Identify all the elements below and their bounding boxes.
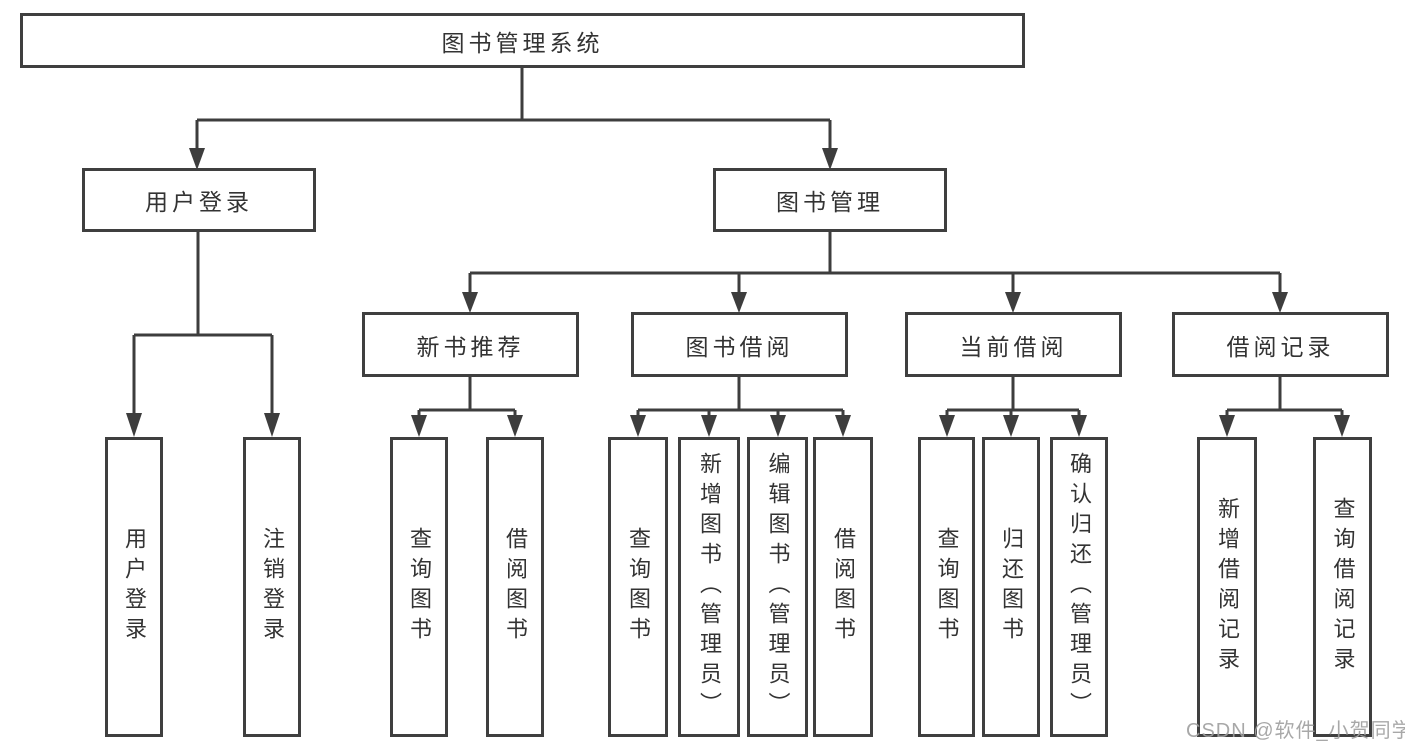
connector-login-branch (132, 231, 274, 416)
connector-manage-branch (468, 231, 1282, 294)
arrow-icon (462, 292, 478, 313)
arrow-icon (264, 413, 280, 437)
arrow-icon (507, 415, 523, 437)
leaf-borrow-add-books-admin: 新增图书（管理员） (678, 437, 740, 737)
leaf-newbook-query-books: 查询图书 (390, 437, 448, 737)
connector-current-branch (945, 376, 1081, 418)
leaf-logout: 注销登录 (243, 437, 301, 737)
node-new-book-recommend: 新书推荐 (362, 312, 579, 377)
leaf-records-add-record: 新增借阅记录 (1197, 437, 1257, 737)
node-book-borrowing: 图书借阅 (631, 312, 848, 377)
leaf-borrow-query-books-label: 查询图书 (626, 527, 651, 647)
node-system-root: 图书管理系统 (20, 13, 1025, 68)
node-system-root-label: 图书管理系统 (441, 29, 604, 56)
arrow-icon (770, 415, 786, 437)
leaf-current-confirm-return-admin-label: 确认归还（管理员） (1067, 452, 1092, 722)
leaf-borrow-query-books: 查询图书 (608, 437, 668, 737)
arrow-icon (939, 415, 955, 437)
arrow-icon (1003, 415, 1019, 437)
node-book-borrowing-label: 图书借阅 (685, 333, 794, 360)
leaf-logout-label: 注销登录 (260, 527, 285, 647)
connector-newbook-branch (417, 376, 517, 418)
leaf-borrow-edit-books-admin-label: 编辑图书（管理员） (765, 452, 791, 722)
leaf-newbook-query-books-label: 查询图书 (407, 527, 432, 647)
arrow-icon (1219, 415, 1235, 437)
leaf-current-return-books-label: 归还图书 (999, 527, 1024, 647)
arrow-icon (1071, 415, 1087, 437)
arrow-icon (1005, 292, 1021, 313)
arrow-icon (189, 148, 205, 170)
arrow-icon (822, 148, 838, 170)
node-current-borrowing: 当前借阅 (905, 312, 1122, 377)
leaf-borrow-add-books-admin-label: 新增图书（管理员） (697, 452, 722, 722)
leaf-borrow-borrow-books: 借阅图书 (813, 437, 873, 737)
node-book-management-label: 图书管理 (776, 189, 884, 215)
arrow-icon (1334, 415, 1350, 437)
connector-borrow-branch (636, 376, 845, 418)
node-borrowing-records-label: 借阅记录 (1226, 333, 1335, 360)
leaf-user-login-label: 用户登录 (122, 527, 147, 647)
leaf-records-add-record-label: 新增借阅记录 (1215, 497, 1240, 677)
node-user-login-label: 用户登录 (145, 189, 253, 215)
leaf-borrow-edit-books-admin: 编辑图书（管理员） (747, 437, 808, 737)
leaf-newbook-borrow-books: 借阅图书 (486, 437, 544, 737)
connector-records-branch (1225, 376, 1344, 418)
arrow-icon (126, 413, 142, 437)
csdn-watermark: CSDN @软件_小贺同学 (1186, 720, 1405, 742)
leaf-current-confirm-return-admin: 确认归还（管理员） (1050, 437, 1108, 737)
arrow-icon (701, 415, 717, 437)
arrow-icon (835, 415, 851, 437)
node-user-login: 用户登录 (82, 168, 316, 232)
node-borrowing-records: 借阅记录 (1172, 312, 1389, 377)
leaf-current-query-books-label: 查询图书 (934, 527, 960, 647)
arrow-icon (731, 292, 747, 313)
leaf-records-query-record: 查询借阅记录 (1313, 437, 1372, 737)
leaf-current-query-books: 查询图书 (918, 437, 975, 737)
connector-root-branch (195, 68, 832, 150)
arrow-icon (411, 415, 427, 437)
node-new-book-recommend-label: 新书推荐 (416, 333, 525, 360)
node-book-management: 图书管理 (713, 168, 947, 232)
arrow-icon (1272, 292, 1288, 313)
leaf-current-return-books: 归还图书 (982, 437, 1040, 737)
leaf-records-query-record-label: 查询借阅记录 (1330, 497, 1356, 677)
leaf-newbook-borrow-books-label: 借阅图书 (503, 527, 528, 647)
leaf-user-login: 用户登录 (105, 437, 163, 737)
leaf-borrow-borrow-books-label: 借阅图书 (831, 527, 856, 647)
node-current-borrowing-label: 当前借阅 (959, 333, 1068, 360)
arrow-icon (630, 415, 646, 437)
